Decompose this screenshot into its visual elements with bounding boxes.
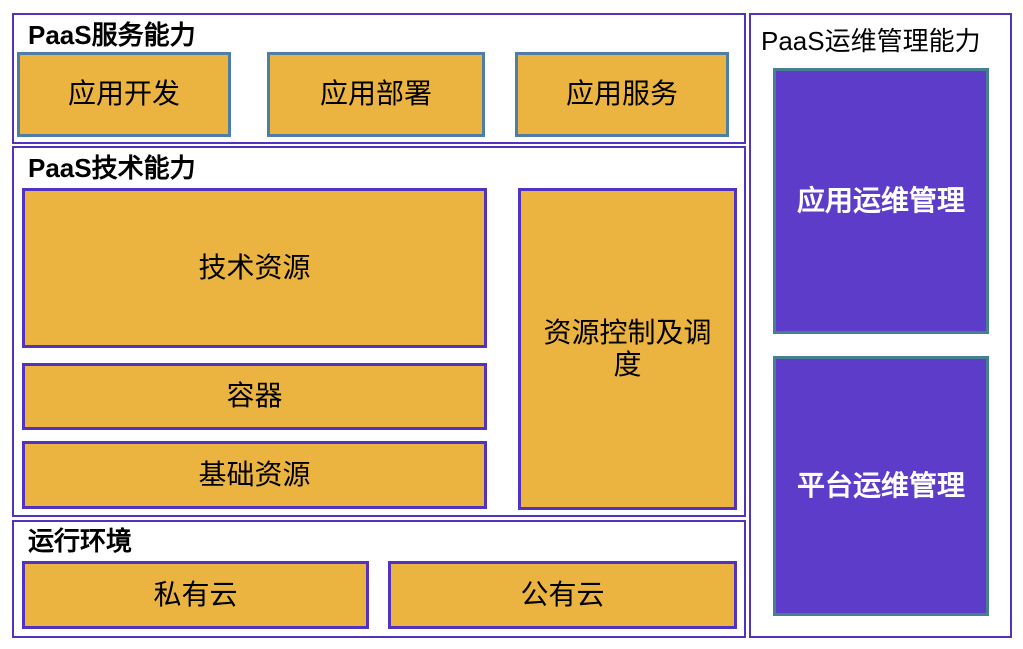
block-public-cloud: 公有云 — [388, 561, 737, 629]
block-container: 容器 — [22, 363, 487, 430]
block-app-development: 应用开发 — [17, 52, 231, 137]
block-resource-control-scheduling: 资源控制及调度 — [518, 188, 737, 510]
section-runtime-env-title: 运行环境 — [28, 526, 133, 556]
section-paas-tech-title: PaaS技术能力 — [28, 153, 196, 183]
block-app-ops-management: 应用运维管理 — [773, 68, 989, 334]
block-private-cloud: 私有云 — [22, 561, 369, 629]
block-app-service: 应用服务 — [515, 52, 729, 137]
panel-paas-ops-title: PaaS运维管理能力 — [761, 26, 981, 56]
block-platform-ops-management: 平台运维管理 — [773, 356, 989, 616]
block-app-deployment: 应用部署 — [267, 52, 485, 137]
section-paas-service-title: PaaS服务能力 — [28, 20, 196, 50]
block-basic-resources: 基础资源 — [22, 441, 487, 509]
block-tech-resources: 技术资源 — [22, 188, 487, 348]
